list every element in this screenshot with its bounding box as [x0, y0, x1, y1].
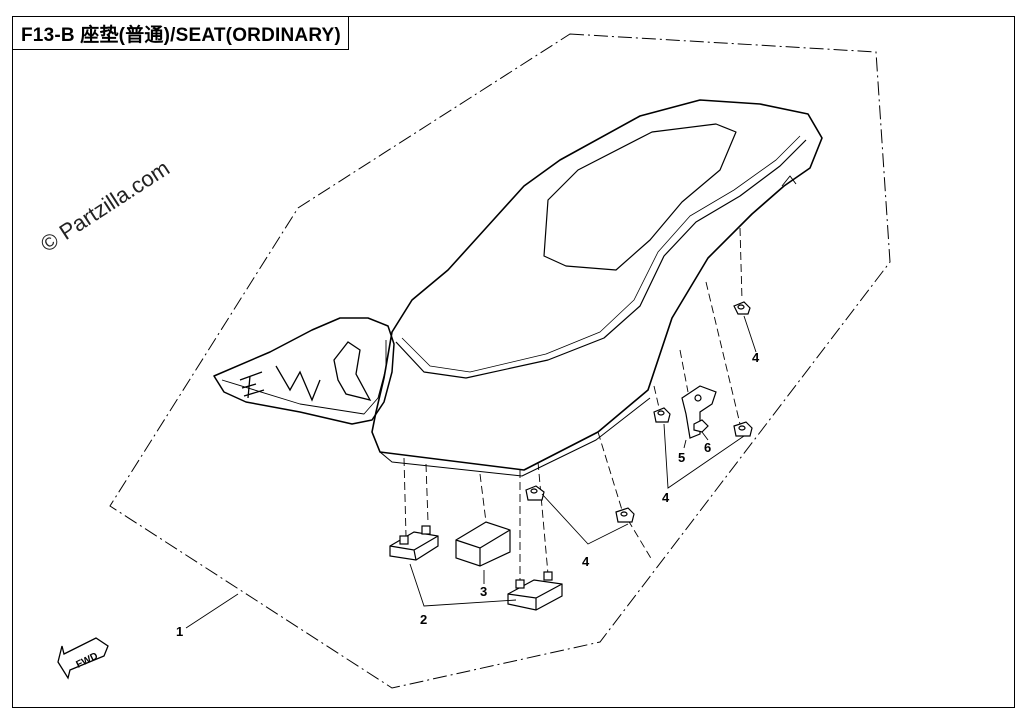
title-box: F13-B 座垫(普通)/SEAT(ORDINARY): [12, 16, 349, 50]
diagram-title: F13-B 座垫(普通)/SEAT(ORDINARY): [21, 24, 341, 46]
damper-block-left: [389, 525, 439, 561]
diagram-frame: [12, 16, 1015, 708]
grommet-a: [733, 301, 751, 315]
grommet-e: [615, 507, 635, 523]
callout-4-middle: 4: [662, 490, 670, 505]
callout-5: 5: [678, 450, 685, 465]
forward-arrow-icon: FWD: [57, 637, 109, 680]
leader-lines: [185, 315, 757, 629]
callout-3: 3: [480, 584, 487, 599]
assembly-lines: [403, 227, 743, 580]
callout-4-lower: 4: [582, 554, 590, 569]
callout-4-upper: 4: [752, 350, 760, 365]
damper-block-right: [507, 571, 563, 611]
bracket-part: [681, 385, 717, 439]
rubber-block-part: [455, 521, 511, 567]
callout-6: 6: [704, 440, 711, 455]
callout-2: 2: [420, 612, 427, 627]
grommet-b: [653, 407, 671, 423]
grommet-d: [525, 485, 545, 501]
callout-1: 1: [176, 624, 183, 639]
grommet-parts: [525, 301, 753, 523]
seat-body: [371, 99, 823, 477]
grommet-c: [733, 421, 753, 437]
bolt-part: [693, 419, 709, 433]
front-cover-panel: [213, 317, 395, 425]
seat-logo: [239, 341, 372, 402]
assembly-boundary: [109, 33, 891, 689]
